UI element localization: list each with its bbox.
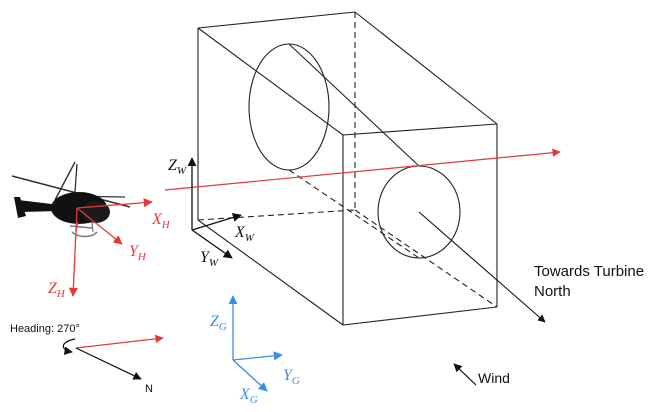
heading-north-label: N: [145, 383, 153, 395]
zg-label: ZG: [210, 313, 227, 333]
towards-turbine-label: Towards Turbine: [534, 263, 644, 280]
ground-frame-axes: [228, 295, 283, 392]
helicopter-icon: [11, 161, 131, 238]
wind-field-box: [197, 11, 498, 326]
xw-label: XW: [234, 224, 255, 244]
turbine-cylinder: [248, 43, 461, 259]
heading-indicator: [62, 334, 164, 380]
north-direction-arrow: [418, 211, 546, 323]
helicopter-frame-axes: [68, 198, 153, 297]
xh-long-arrow: [164, 148, 561, 191]
xh-label: XH: [151, 211, 171, 231]
yg-label: YG: [283, 367, 300, 387]
heading-label: Heading: 270°: [10, 323, 80, 335]
wind-frame-axes: [187, 157, 242, 259]
yh-label: YH: [129, 243, 147, 263]
yw-label: YW: [200, 249, 219, 269]
north-label: North: [534, 283, 571, 300]
zw-label: ZW: [168, 157, 187, 177]
zh-label: ZH: [48, 280, 66, 300]
xg-label: XG: [239, 386, 258, 406]
wind-arrow: [453, 363, 477, 386]
wind-label: Wind: [478, 370, 510, 386]
